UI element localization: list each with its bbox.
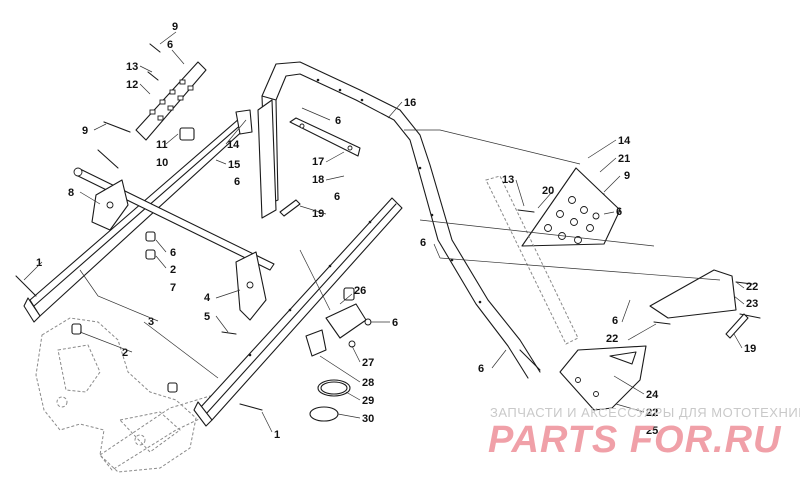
callout-12: 12 <box>126 79 138 91</box>
callout-23: 23 <box>746 298 758 310</box>
roll-frame-leg <box>257 99 277 219</box>
bracket-23 <box>649 269 737 319</box>
bracket-4 <box>235 251 267 321</box>
skid-plate-upper <box>135 61 207 141</box>
callout-4: 4 <box>204 292 211 304</box>
callout-9: 9 <box>172 21 178 33</box>
callout-21: 21 <box>618 153 630 165</box>
callout-24: 24 <box>646 389 659 401</box>
callout-14: 14 <box>227 139 240 151</box>
switch-bracket <box>305 287 372 357</box>
callout-18: 18 <box>312 174 324 186</box>
callout-2: 2 <box>170 264 176 276</box>
callout-6: 6 <box>334 191 340 203</box>
callout-27: 27 <box>362 357 374 369</box>
callout-6: 6 <box>392 317 398 329</box>
callout-19: 19 <box>312 208 324 220</box>
callout-22: 22 <box>746 281 758 293</box>
long-side-tube <box>23 117 249 323</box>
callout-2: 2 <box>122 347 128 359</box>
callout-22: 22 <box>606 333 618 345</box>
callout-3: 3 <box>148 316 154 328</box>
callout-11: 11 <box>156 139 168 151</box>
callout-labels: 9 6 13 12 9 11 10 14 15 6 8 6 2 7 1 3 2 … <box>36 21 758 441</box>
callout-10: 10 <box>156 157 168 169</box>
bushings-mid <box>71 231 178 393</box>
callout-1: 1 <box>36 257 42 269</box>
roll-frame <box>261 61 541 379</box>
pin-19 <box>279 199 749 339</box>
bracket-8 <box>91 179 129 231</box>
callout-8: 8 <box>68 187 74 199</box>
watermark-tagline: ЗАПЧАСТИ И АКСЕССУАРЫ ДЛЯ МОТОТЕХНИКИ <box>490 405 800 420</box>
callout-13: 13 <box>502 174 514 186</box>
callout-20: 20 <box>542 185 554 197</box>
strap-17 <box>289 117 361 157</box>
callout-17: 17 <box>312 156 324 168</box>
callout-6: 6 <box>234 176 240 188</box>
callout-6: 6 <box>478 363 484 375</box>
skid-plate-right <box>521 167 621 247</box>
callout-26: 26 <box>354 285 366 297</box>
assembly-lines <box>299 129 721 311</box>
callout-28: 28 <box>362 377 374 389</box>
main-lower-rail <box>193 197 403 427</box>
callout-6: 6 <box>167 39 173 51</box>
callout-13: 13 <box>126 61 138 73</box>
callout-15: 15 <box>228 159 240 171</box>
bracket-24 <box>559 345 647 411</box>
callout-22: 22 <box>646 407 658 419</box>
lower-frame-casting <box>35 317 197 473</box>
callout-1: 1 <box>274 429 280 441</box>
callout-6: 6 <box>335 115 341 127</box>
callout-6: 6 <box>612 315 618 327</box>
callout-16: 16 <box>404 97 416 109</box>
callout-6: 6 <box>170 247 176 259</box>
callout-25: 25 <box>646 425 658 437</box>
callout-29: 29 <box>362 395 374 407</box>
callout-19: 19 <box>744 343 756 355</box>
watermark: ЗАПЧАСТИ И АКСЕССУАРЫ ДЛЯ МОТОТЕХНИКИ PA… <box>488 405 800 461</box>
callout-6: 6 <box>420 237 426 249</box>
callout-9: 9 <box>82 125 88 137</box>
watermark-logo: PARTS FOR.RU <box>488 419 782 461</box>
leader-lines <box>23 31 745 433</box>
callout-30: 30 <box>362 413 374 425</box>
bolts <box>15 43 761 411</box>
callout-9: 9 <box>624 170 630 182</box>
callout-5: 5 <box>204 311 210 323</box>
callout-6: 6 <box>616 206 622 218</box>
callout-7: 7 <box>170 282 176 294</box>
callout-14: 14 <box>618 135 631 147</box>
